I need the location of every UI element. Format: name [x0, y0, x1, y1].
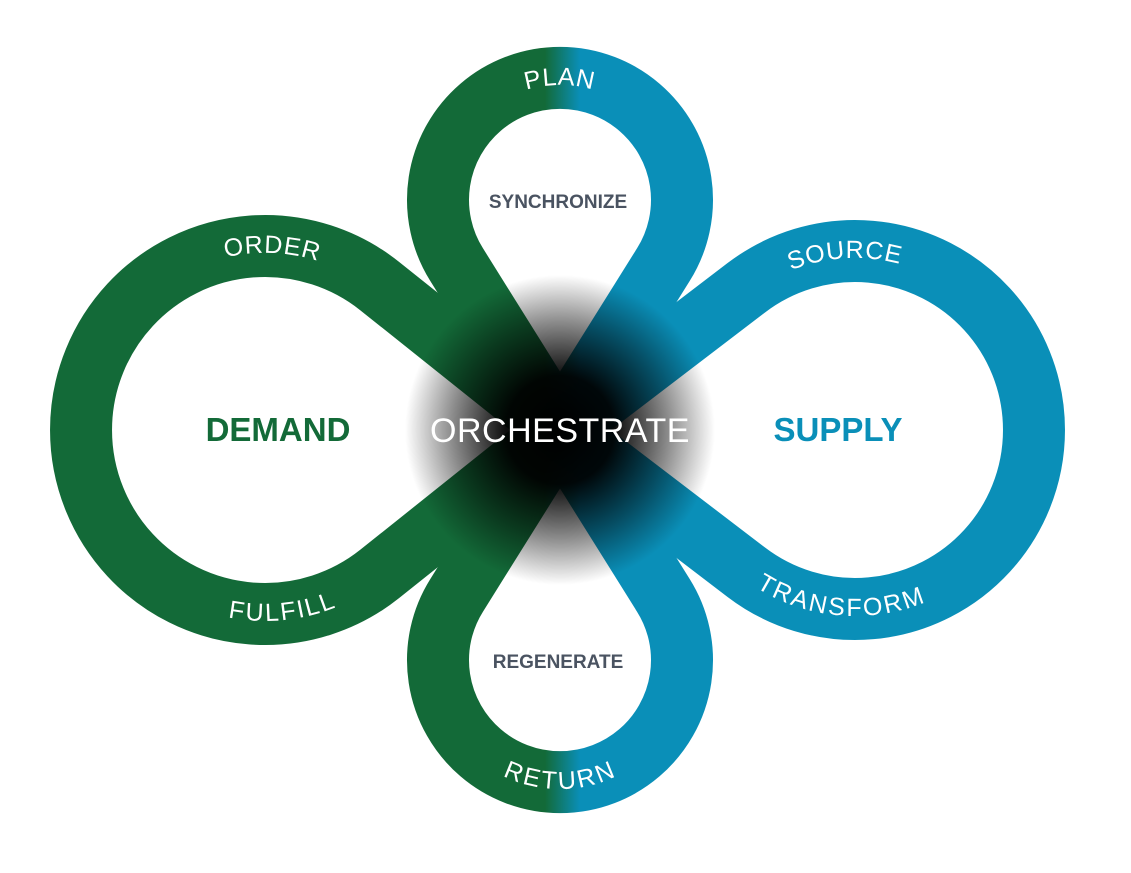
supply-loop: [529, 220, 1065, 640]
plan-loop: [407, 46, 713, 461]
demand-title: DEMAND: [206, 411, 351, 448]
supply-title: SUPPLY: [773, 411, 902, 448]
synchronize-label: SYNCHRONIZE: [489, 192, 627, 213]
return-loop: [407, 399, 713, 814]
plan-label: PLAN: [521, 62, 598, 95]
demand-loop: [50, 215, 591, 645]
regenerate-label: REGENERATE: [493, 652, 624, 673]
orchestrate-label: ORCHESTRATE: [430, 412, 690, 450]
orchestrate-center-shadow: [405, 275, 715, 585]
